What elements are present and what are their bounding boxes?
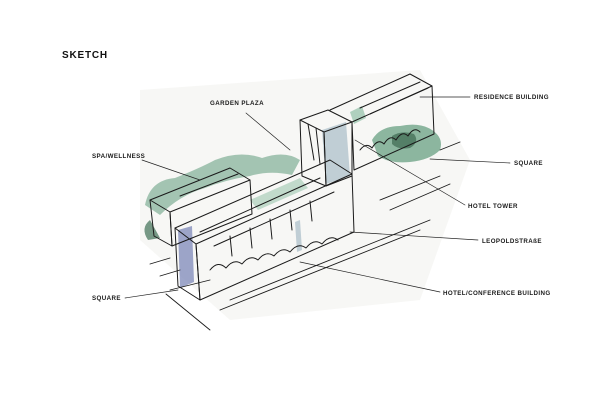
leader-spa-wellness: [141, 159, 201, 181]
spa-wellness-building: [149, 167, 253, 247]
leader-square-right: [429, 158, 511, 164]
greenery: [144, 106, 441, 240]
leader-square-left: [124, 289, 179, 299]
label-square-right: SQUARE: [514, 160, 543, 167]
leader-lines: [124, 96, 511, 299]
residence-building: [329, 73, 435, 171]
leader-garden-plaza: [245, 112, 291, 151]
label-hotel-tower: HOTEL TOWER: [468, 203, 518, 210]
label-spa-wellness: SPA/WELLNESS: [92, 153, 146, 160]
label-residence-building: RESIDENCE BUILDING: [474, 94, 549, 101]
label-hotel-conference: HOTEL/CONFERENCE BUILDING: [443, 290, 551, 297]
leader-hotel-tower: [354, 139, 466, 206]
ground-lines: [149, 141, 461, 331]
label-square-left: SQUARE: [92, 295, 121, 302]
page-title: SKETCH: [62, 50, 108, 61]
label-leopoldstrasse: LEOPOLDSTRAßE: [482, 238, 542, 245]
label-garden-plaza: GARDEN PLAZA: [210, 100, 264, 107]
leader-hotel-conference: [299, 261, 441, 293]
leader-leopoldstrasse: [349, 231, 479, 241]
